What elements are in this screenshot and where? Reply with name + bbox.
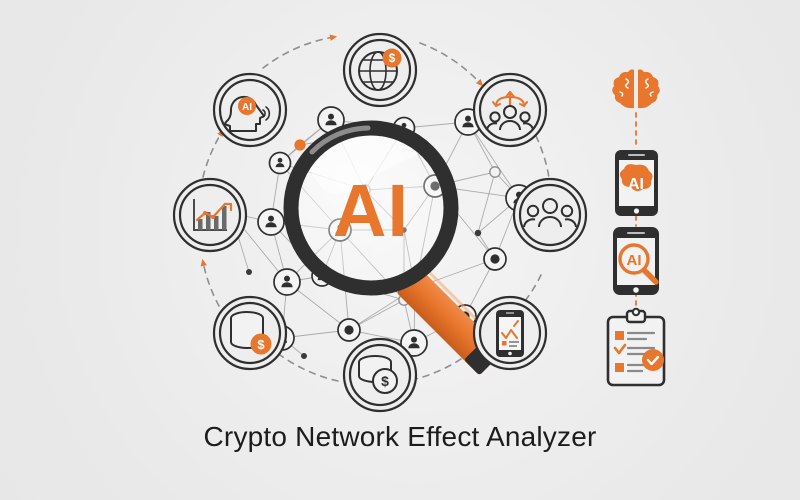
page-title: Crypto Network Effect Analyzer [203,421,597,452]
svg-text:$: $ [257,337,265,352]
clipboard-check-icon [606,307,666,387]
ring-arc-chart-to-ai [202,129,224,178]
ring-arc-globe-to-audience [419,42,484,87]
ring-item-community[interactable] [512,177,588,253]
coins-dollar-icon: $ [358,355,398,394]
phone-scan-badge-label: AI [627,252,642,269]
ring-item-mobile-checks[interactable] [472,295,548,371]
head-ai-brain-icon: AI [224,95,271,132]
ring-item-coins[interactable]: $ [342,337,418,413]
magnifier-lens [283,120,459,296]
bar-chart-trend-icon [193,199,233,231]
phone-checklist-icon [496,310,524,357]
brain-folds [619,78,654,97]
ring-arc-database-to-chart [200,258,220,307]
ring-arc-audience-to-group [535,135,554,200]
sidebar-item-report[interactable] [606,307,666,387]
phone-ai-badge-label: AI [628,176,644,193]
people-group-icon [523,198,577,228]
svg-text:AI: AI [242,102,252,113]
sidebar-item-brain[interactable] [612,69,660,109]
ring-item-analytics[interactable] [172,177,248,253]
phone-ai-magnifier-icon: AI [613,227,659,295]
network-accent-node [294,139,306,151]
ring-arc-ai-to-globe [262,34,338,69]
sidebar-item-phone-ai[interactable]: AI [615,150,658,216]
svg-text:$: $ [381,373,389,389]
ring-item-globe-money[interactable]: $ [342,32,418,108]
people-up-arrows-icon [486,90,534,131]
database-dollar-icon: $ [230,311,272,355]
ring-arc-coins-to-database [273,350,339,382]
phone-ai-brain-icon: AI [615,150,658,216]
ring-item-audience-growth[interactable] [472,72,548,148]
ring-arc-group [200,34,554,383]
center-ai-label: AI [333,169,409,252]
svg-text:$: $ [389,51,396,65]
ring-item-database[interactable]: $ [212,295,288,371]
globe-dollar-icon: $ [358,48,402,91]
brain-icon [612,69,660,109]
ring-item-ai-brain-head[interactable]: AI [212,72,288,148]
sidebar-item-phone-ai-scan[interactable]: AI [613,227,659,295]
